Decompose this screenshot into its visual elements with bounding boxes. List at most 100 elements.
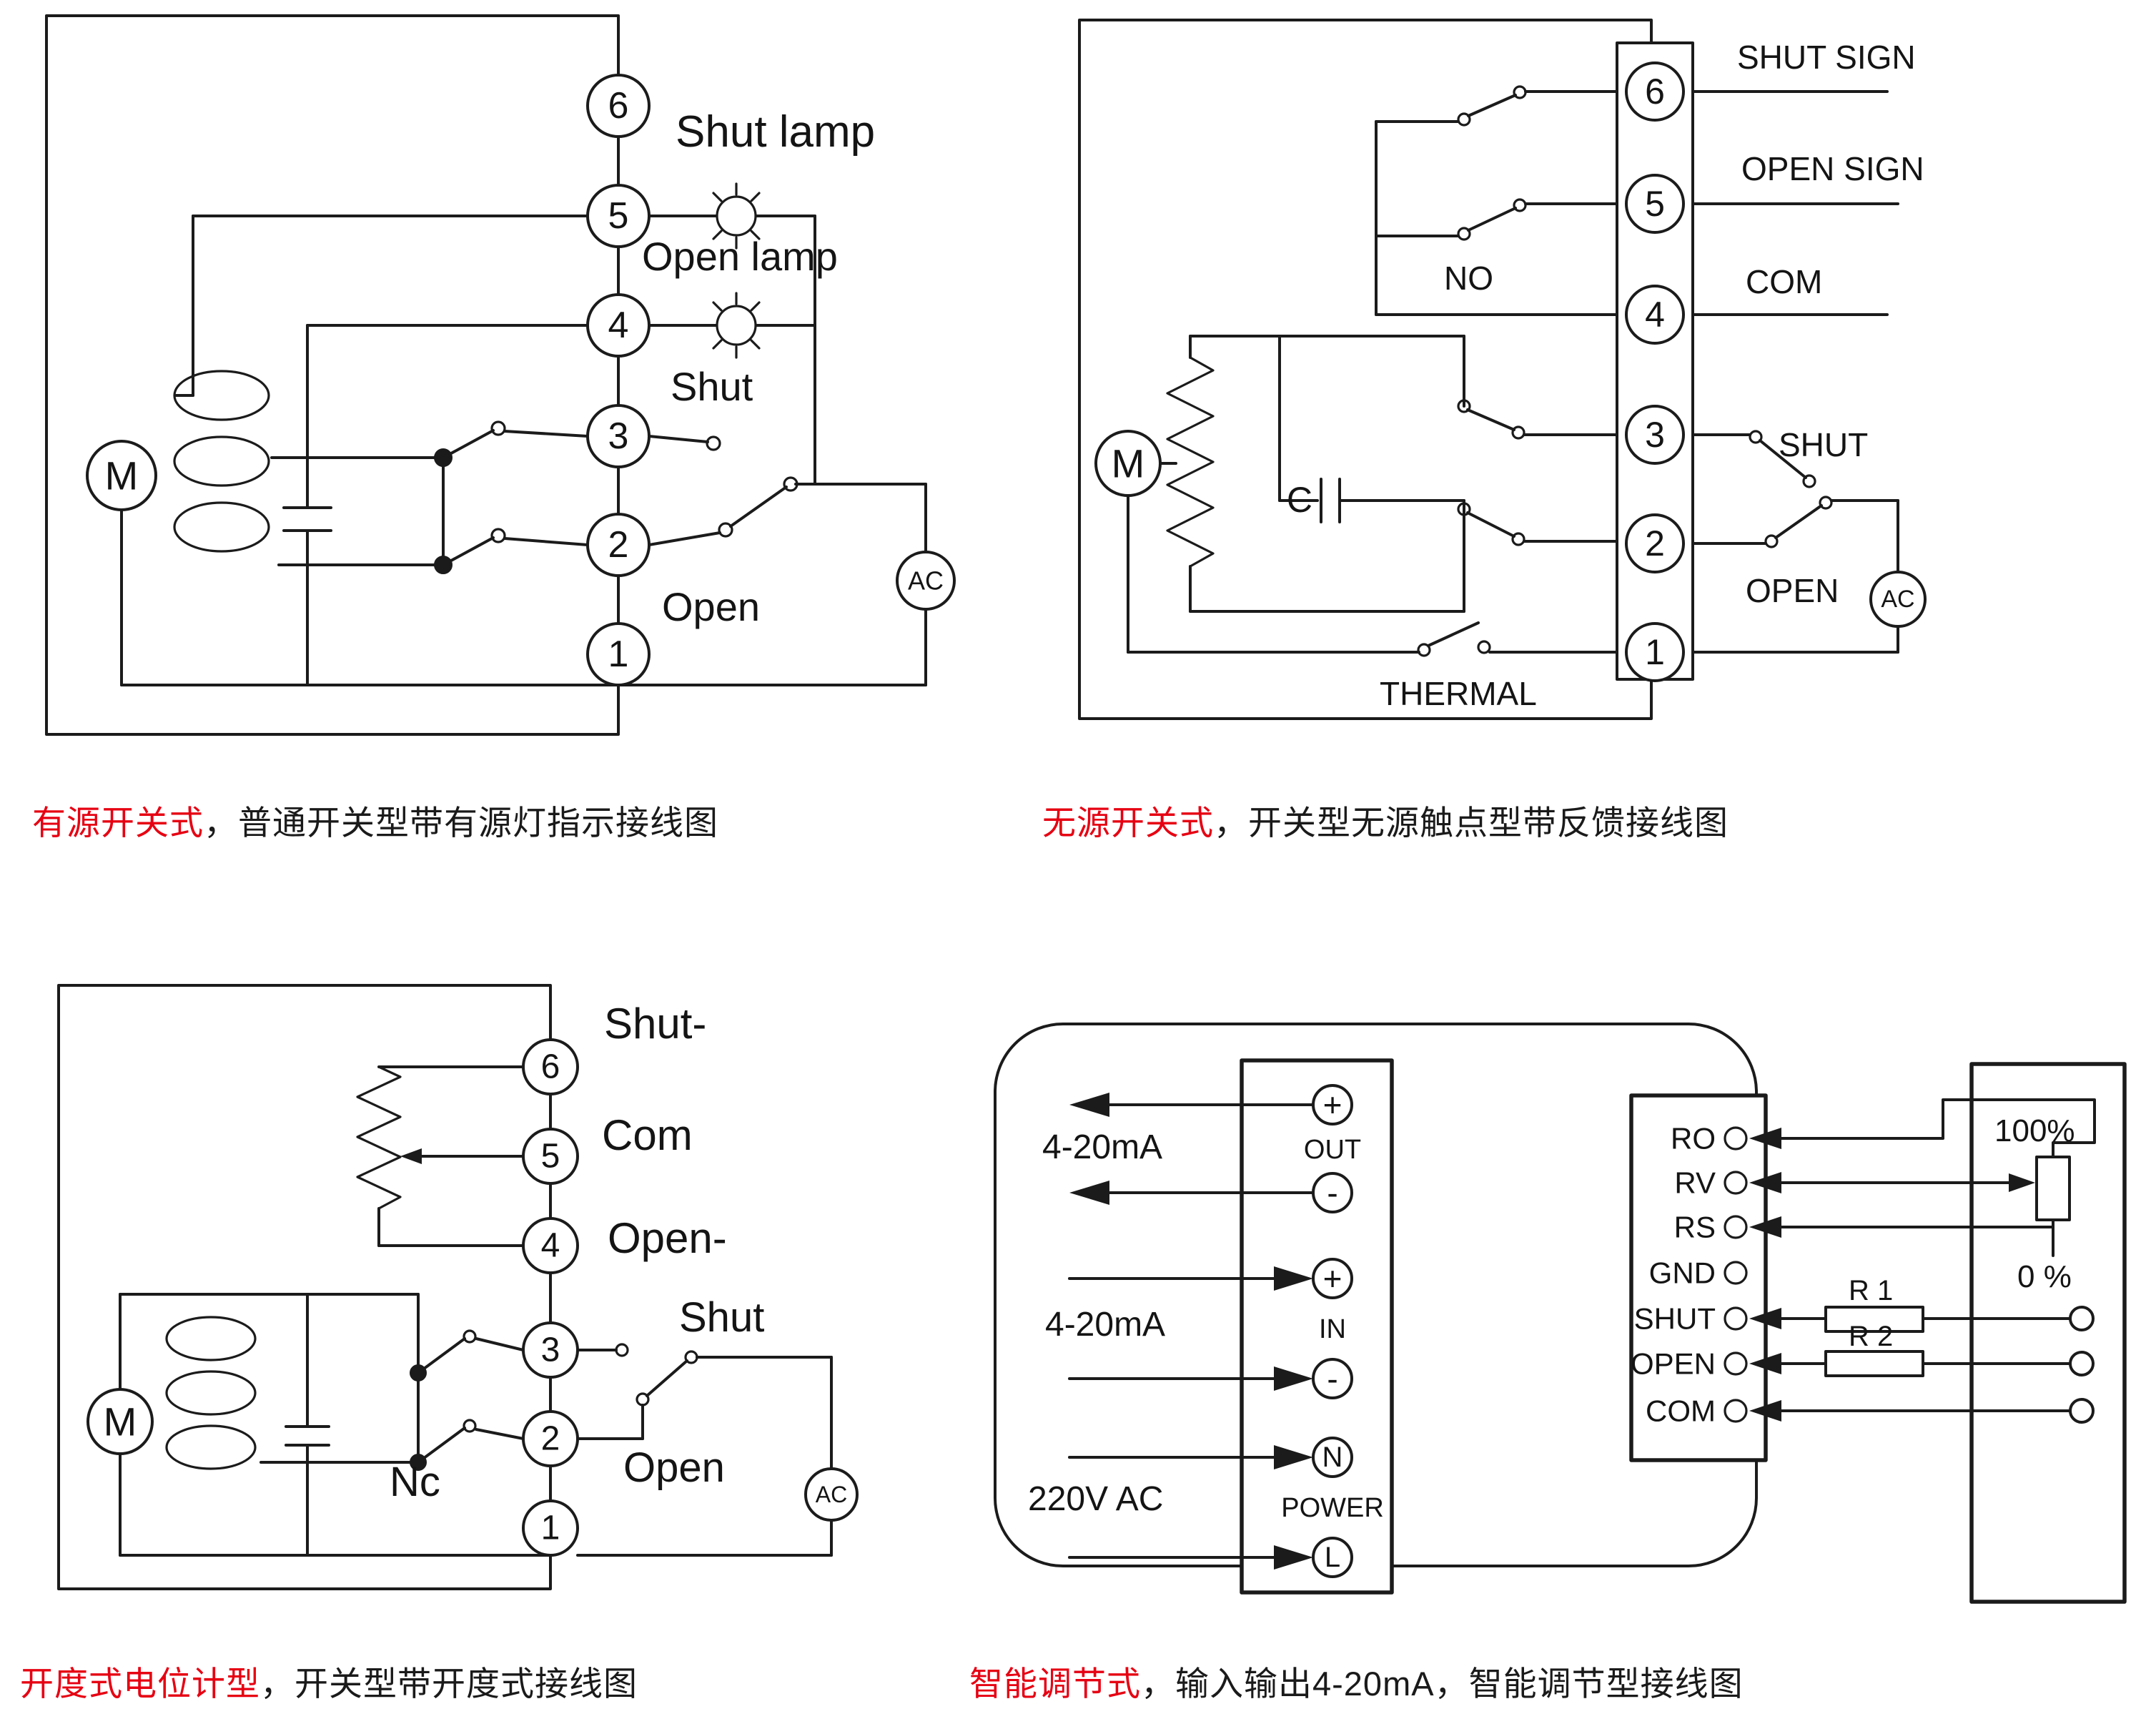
open-lamp-label: Open lamp: [642, 234, 838, 279]
capacitor-symbol: [285, 1425, 330, 1447]
in-arrow-icon: [1274, 1366, 1313, 1391]
nc-label: Nc: [390, 1459, 440, 1505]
enclosure-outline: [45, 14, 620, 736]
terminal-2: 2: [522, 1410, 579, 1467]
input-current-label: 4-20mA: [1045, 1306, 1165, 1344]
svg-text:R 1: R 1: [1849, 1275, 1893, 1306]
com-label: Com: [602, 1111, 693, 1159]
in-arrow-icon: [1274, 1545, 1313, 1570]
svg-text:6: 6: [608, 85, 629, 127]
limit-switch-lower: [410, 1419, 525, 1471]
svg-text:SHUT: SHUT: [1634, 1302, 1716, 1336]
svg-text:4: 4: [541, 1227, 560, 1265]
caption-rest: ，开关型带开度式接线图: [260, 1665, 638, 1703]
svg-text:1: 1: [608, 634, 629, 675]
shut-label: SHUT: [1779, 426, 1868, 463]
terminal-6: 6: [586, 74, 651, 138]
svg-text:-: -: [1327, 1360, 1337, 1397]
svg-text:R 2: R 2: [1849, 1321, 1893, 1352]
feedback-wiring: [1749, 1098, 2096, 1422]
shut-sign-label: SHUT SIGN: [1737, 39, 1916, 76]
svg-text:RO: RO: [1671, 1122, 1716, 1156]
terminal-1: 1: [522, 1499, 579, 1557]
shut-label: Shut: [679, 1294, 764, 1341]
no-label: NO: [1444, 260, 1493, 297]
wiring: [57, 984, 833, 1590]
motor-symbol: M: [86, 1316, 257, 1470]
lamp-icon: [703, 182, 770, 250]
open-label: OPEN: [1746, 572, 1839, 609]
terminal-in-plus: +: [1312, 1258, 1353, 1299]
terminal-6: 6: [1625, 61, 1685, 122]
enclosure-outline: [57, 984, 552, 1590]
pot-0-label: 0 %: [2017, 1259, 2072, 1294]
svg-text:OPEN: OPEN: [1631, 1347, 1716, 1381]
caption-highlight: 无源开关式: [1042, 804, 1214, 842]
limit-switch-upper: [410, 1329, 525, 1381]
out-arrow-icon: [1069, 1093, 1109, 1117]
terminal-4: 4: [522, 1217, 579, 1274]
ac-label: AC: [816, 1482, 847, 1507]
wiring: [1078, 19, 1899, 720]
row-shut: SHUT: [1634, 1302, 1748, 1336]
arrow-left-icon: [1749, 1172, 1781, 1193]
ac-source-symbol: AC: [804, 1467, 859, 1522]
svg-text:+: +: [1323, 1086, 1342, 1123]
terminal-5: 5: [586, 184, 651, 248]
svg-text:+: +: [1323, 1260, 1342, 1297]
selector-switch: [648, 476, 798, 546]
motor-symbol: M: [1094, 356, 1215, 568]
motor-symbol: M: [86, 370, 270, 553]
ac-label: AC: [908, 566, 944, 596]
terminal-out-plus: +: [1312, 1084, 1353, 1126]
arrow-left-icon: [1749, 1353, 1781, 1374]
svg-text:GND: GND: [1649, 1256, 1716, 1290]
open-label: Open: [662, 584, 760, 629]
row-ro: RO: [1671, 1122, 1748, 1156]
svg-text:RV: RV: [1674, 1166, 1716, 1200]
caption-highlight: 有源开关式: [32, 804, 204, 842]
svg-text:N: N: [1322, 1442, 1343, 1473]
capacitor-label: C: [1287, 480, 1312, 520]
terminal-3: 3: [1625, 405, 1685, 465]
caption-potentiometer: 开度式电位计型，开关型带开度式接线图: [20, 1656, 638, 1705]
terminal-2: 2: [1625, 513, 1685, 573]
motor-label: M: [104, 1399, 137, 1444]
row-rv: RV: [1674, 1166, 1748, 1200]
row-gnd: GND: [1649, 1256, 1748, 1290]
svg-text:4: 4: [1645, 295, 1665, 335]
ac-label: AC: [1881, 586, 1914, 613]
svg-text:2: 2: [1645, 523, 1665, 563]
wiper-arrow-icon: [2009, 1173, 2035, 1192]
limit-switch-shut: [1457, 399, 1618, 440]
terminal-4: 4: [1625, 285, 1685, 345]
terminal-3: 3: [522, 1321, 579, 1379]
in-label: IN: [1319, 1314, 1346, 1344]
diagram-active-switch: M AC 6 5 4 3 2 1 Shut lamp Open lamp Shu…: [45, 14, 956, 736]
row-com: COM: [1646, 1394, 1748, 1428]
diagram-intelligent-regulator: + OUT - + IN - N POWER L 4-20mA 4-20mA 2…: [994, 1023, 2127, 1604]
power-label: POWER: [1281, 1493, 1384, 1523]
svg-text:5: 5: [608, 195, 629, 237]
arrow-left-icon: [1749, 1128, 1781, 1149]
shut-label: Shut: [671, 364, 753, 409]
resistor-r2: R 2: [1824, 1321, 1924, 1377]
svg-text:5: 5: [541, 1138, 560, 1176]
caption-intelligent: 智能调节式，输入输出4-20mA，智能调节型接线图: [969, 1656, 1744, 1705]
thermal-switch: [1417, 621, 1491, 657]
lamp-icon: [703, 292, 770, 359]
potentiometer-symbol: [2035, 1156, 2071, 1221]
power-supply-label: 220V AC: [1028, 1480, 1163, 1518]
external-selector-switch: [636, 1350, 698, 1407]
svg-text:-: -: [1327, 1174, 1337, 1211]
ac-source-symbol: AC: [896, 551, 956, 611]
limit-switch-lower: [277, 456, 589, 574]
terminal-1: 1: [1625, 622, 1685, 682]
row-rs: RS: [1674, 1211, 1748, 1244]
svg-text:3: 3: [608, 415, 629, 457]
in-arrow-icon: [1274, 1445, 1313, 1469]
open-label: Open: [623, 1444, 725, 1491]
terminal-5: 5: [1625, 174, 1685, 234]
output-current-label: 4-20mA: [1042, 1128, 1162, 1166]
